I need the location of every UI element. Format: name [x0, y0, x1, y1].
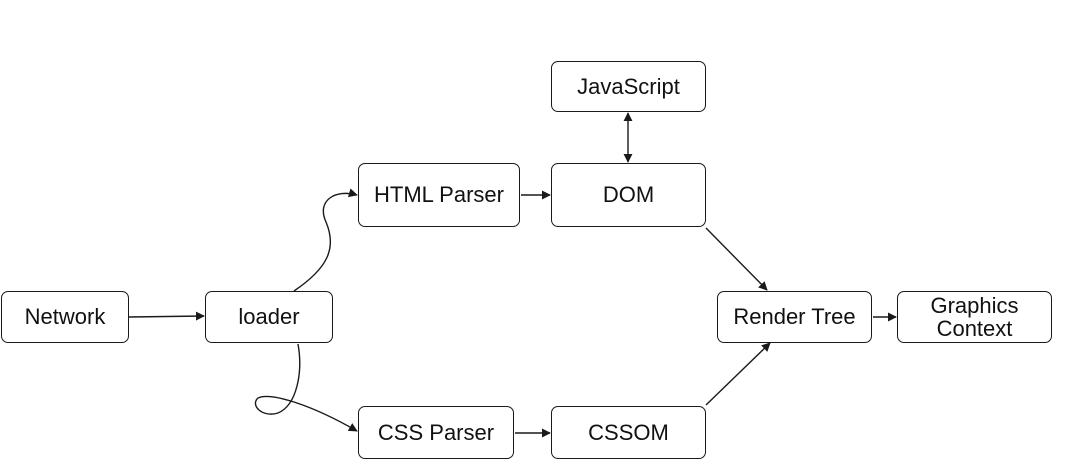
- css-parser-label: CSS Parser: [377, 419, 495, 445]
- edge-dom-to-render-tree: [705, 227, 768, 291]
- edge-cssom-to-render-tree: [705, 342, 771, 406]
- render-tree-node: Render Tree: [717, 291, 872, 343]
- graphics-context-label-line2: Context: [936, 316, 1013, 341]
- javascript-node: JavaScript: [551, 61, 706, 112]
- loader-label: loader: [238, 304, 300, 330]
- cssom-label: CSSOM: [588, 419, 669, 445]
- loader-node: loader: [205, 291, 333, 343]
- network-node: Network: [1, 291, 129, 343]
- render-tree-label: Render Tree: [733, 304, 856, 330]
- graphics-context-label-line1: Graphics: [930, 292, 1019, 318]
- css-parser-node: CSS Parser: [358, 406, 514, 459]
- network-label: Network: [24, 304, 106, 330]
- edge-loader-to-css-parser: [254, 343, 358, 432]
- html-parser-label: HTML Parser: [374, 182, 504, 208]
- graphics-context-node: Graphics Context: [897, 291, 1052, 343]
- html-parser-node: HTML Parser: [358, 163, 520, 227]
- graphics-context-label: Graphics Context: [930, 294, 1018, 340]
- dom-node: DOM: [551, 163, 706, 227]
- edge-loader-to-html-parser: [293, 188, 358, 292]
- edge-network-to-loader: [128, 311, 205, 321]
- cssom-node: CSSOM: [551, 406, 706, 459]
- javascript-label: JavaScript: [577, 73, 680, 99]
- dom-label: DOM: [602, 182, 655, 208]
